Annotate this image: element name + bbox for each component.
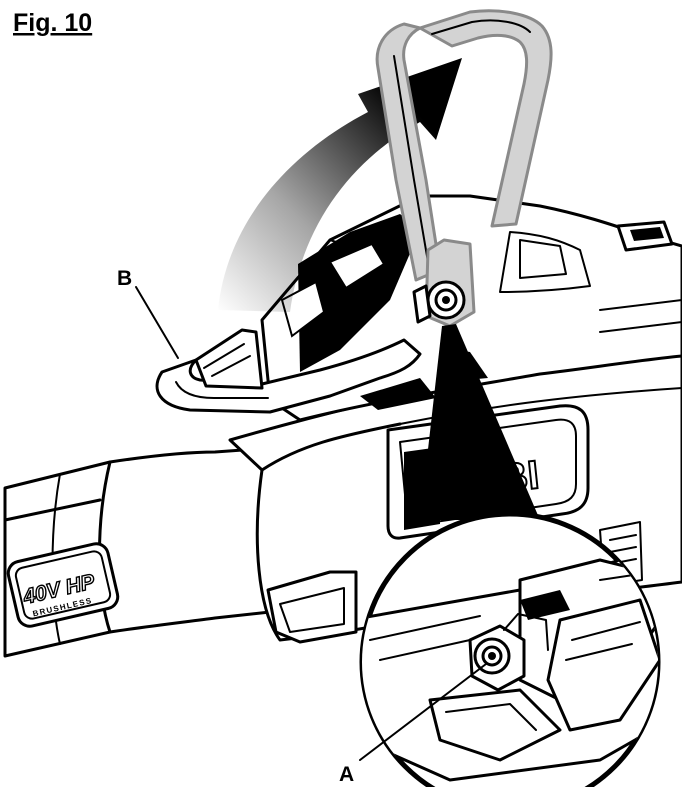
rear-handle	[155, 328, 422, 414]
detail-inset	[359, 511, 661, 787]
blower-tube	[3, 446, 272, 658]
folding-handle	[375, 9, 553, 328]
callout-b-label: B	[117, 267, 132, 290]
callout-b: B	[117, 267, 179, 359]
figure-title: Fig. 10	[13, 9, 92, 37]
callout-a-label: A	[339, 763, 354, 786]
product-badge: 40V HP BRUSHLESS	[6, 542, 120, 628]
callout-a: A	[339, 663, 487, 786]
detail-leader	[420, 324, 540, 520]
